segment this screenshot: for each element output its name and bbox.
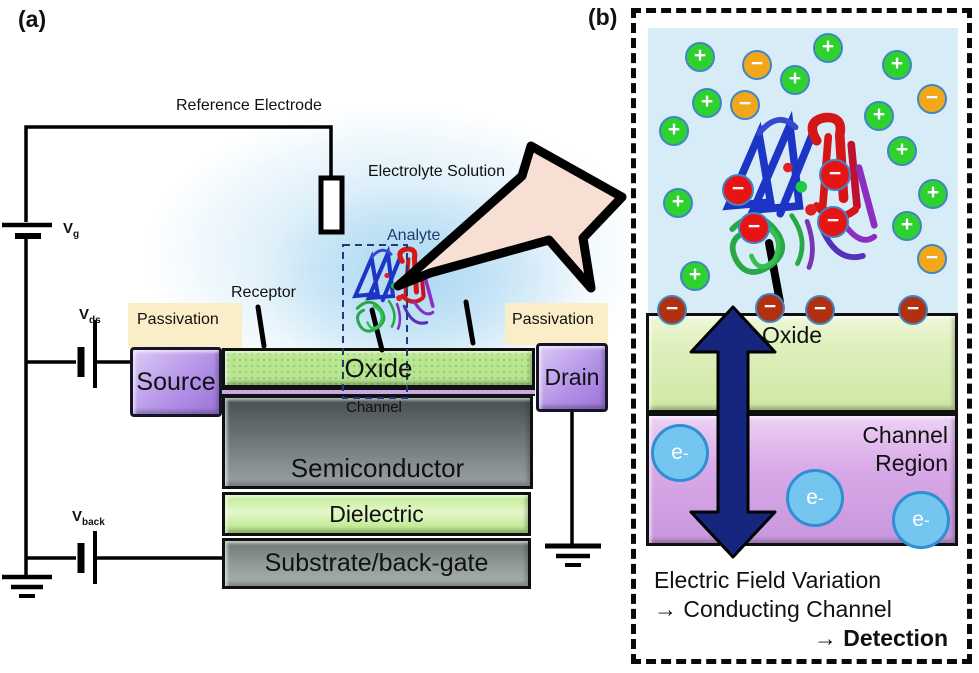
panel-b-dashed-frame xyxy=(631,8,972,664)
oxide-label: Oxide xyxy=(344,352,413,383)
vback-battery-symbol xyxy=(77,531,97,584)
vg-main: V xyxy=(63,220,74,237)
caption-line2: → Conducting Channel xyxy=(654,596,892,622)
panel-a-label: (a) xyxy=(18,6,47,32)
panel-b-caption: Electric Field Variation → Conducting Ch… xyxy=(654,566,948,653)
passivation-right-label: Passivation xyxy=(512,311,594,328)
dielectric-layer xyxy=(222,492,531,536)
caption-line1: Electric Field Variation xyxy=(654,567,882,593)
vds-battery-symbol xyxy=(77,320,97,388)
passivation-left-box xyxy=(128,303,242,349)
dielectric-label: Dielectric xyxy=(329,500,424,527)
drain-ground-symbol xyxy=(545,543,601,567)
passivation-left-label: Passivation xyxy=(137,311,219,328)
panel-b-label: (b) xyxy=(588,4,618,30)
substrate-layer xyxy=(222,538,531,589)
vback-label: Vback xyxy=(72,508,105,528)
drain-label: Drain xyxy=(544,364,600,390)
receptor-label: Receptor xyxy=(231,284,296,301)
channel-label: Channel xyxy=(346,399,402,416)
vds-sub: ds xyxy=(89,315,101,326)
caption-line3: → Detection xyxy=(813,625,948,651)
source-label: Source xyxy=(136,367,216,396)
electrolyte-solution-label: Electrolyte Solution xyxy=(368,163,505,180)
panel-b-oxide-label: Oxide xyxy=(762,322,823,348)
source-box xyxy=(130,347,222,417)
analyte-label: Analyte xyxy=(387,227,441,244)
vg-battery-symbol xyxy=(2,222,52,239)
passivation-right-box xyxy=(505,303,608,345)
semiconductor-label: Semiconductor xyxy=(290,452,465,483)
vds-label: Vds xyxy=(79,306,101,326)
vback-main: V xyxy=(72,508,83,525)
channel-region-label: Channel Region xyxy=(838,421,948,477)
substrate-label: Substrate/back-gate xyxy=(264,549,489,577)
left-ground-symbol xyxy=(2,574,52,598)
channel-region-line1: Channel xyxy=(862,422,948,448)
reference-electrode-label: Reference Electrode xyxy=(176,97,322,114)
vg-sub: g xyxy=(73,229,80,240)
channel-region-line2: Region xyxy=(875,450,948,476)
vback-sub: back xyxy=(82,517,105,528)
vds-main: V xyxy=(79,306,90,323)
vg-label: Vg xyxy=(63,220,79,240)
drain-box xyxy=(536,343,608,412)
